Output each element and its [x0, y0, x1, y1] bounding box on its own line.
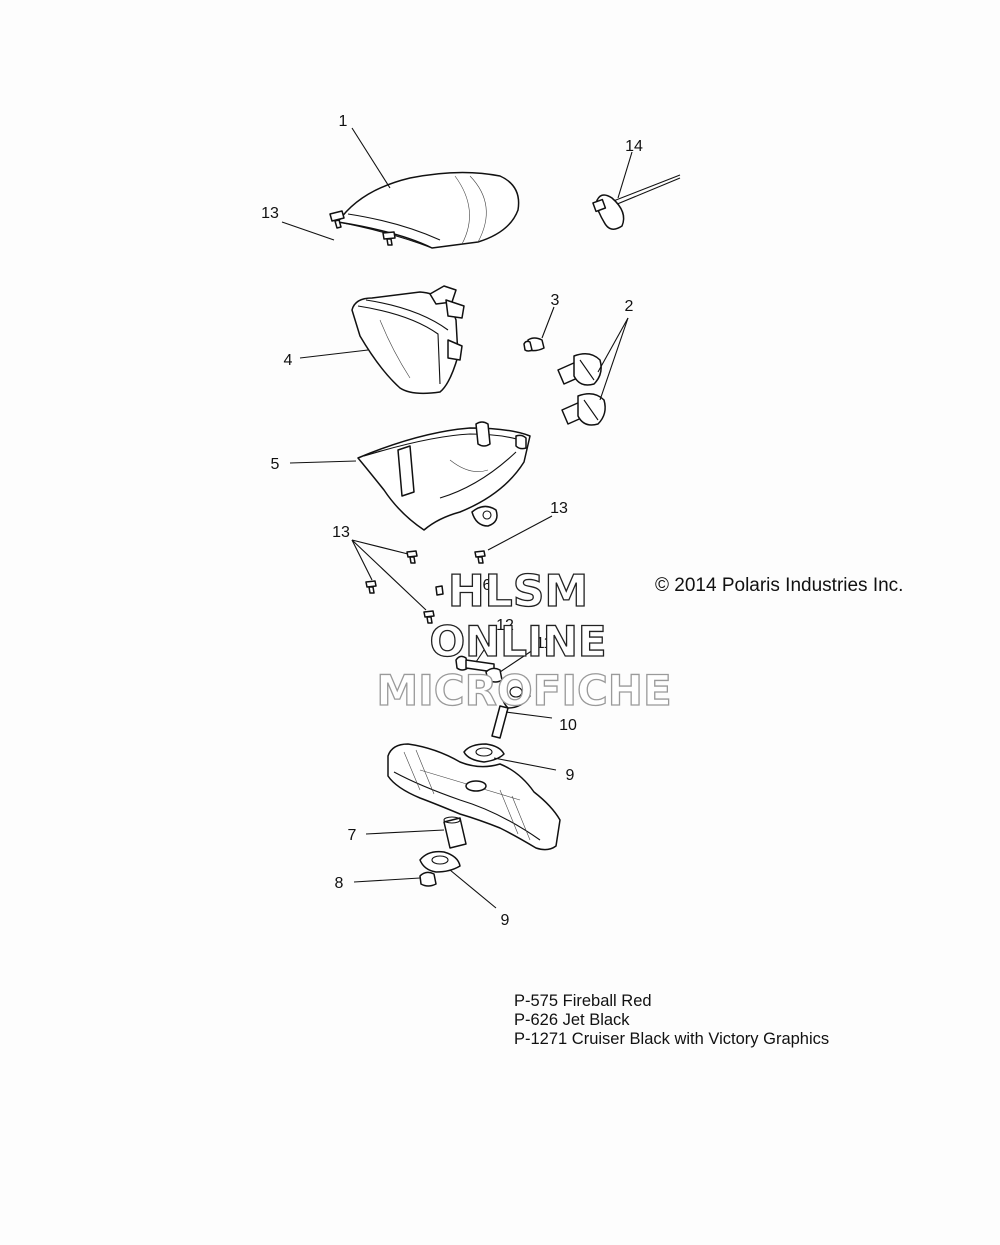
callout-2: 2	[625, 298, 634, 315]
watermark-line-2: ONLINE	[429, 617, 606, 666]
part-5-bucket	[357, 421, 531, 531]
part-10-mount	[491, 677, 531, 739]
part-13-screw-mid-c	[365, 580, 377, 594]
part-6-screw	[435, 585, 444, 596]
callout-3: 3	[551, 292, 560, 309]
part-14-cable-tie	[592, 174, 681, 230]
callout-1: 1	[339, 113, 348, 130]
part-11-spacer	[485, 667, 503, 683]
part-9-grommet-lower	[419, 850, 461, 873]
callout-4: 4	[284, 352, 293, 369]
callout-13-top: 13	[261, 205, 279, 222]
part-13-screw-top-b	[382, 231, 396, 246]
part-2-socket-a	[557, 353, 602, 386]
part-13-screw-mid-b	[474, 550, 486, 564]
part-3-bulb	[523, 337, 545, 352]
callout-13-right: 13	[550, 500, 568, 517]
part-1-visor	[337, 171, 520, 249]
part-4-headlamp	[351, 285, 465, 395]
part-13-screw-top-a	[329, 210, 345, 229]
paint-code-2: P-626 Jet Black	[514, 1011, 630, 1029]
watermark-line-3: MICROFICHE	[376, 666, 671, 715]
callout-13-left: 13	[332, 524, 350, 541]
leader-lines	[281, 127, 633, 909]
part-13-screw-mid-a	[406, 550, 418, 564]
part-13-screw-mid-d	[423, 610, 435, 624]
callout-9-upper: 9	[566, 767, 575, 784]
part-8-nut	[419, 871, 437, 887]
callout-12: 12	[496, 617, 514, 634]
callout-7: 7	[348, 827, 357, 844]
paint-code-3: P-1271 Cruiser Black with Victory Graphi…	[514, 1030, 829, 1048]
part-12-bolt	[455, 655, 495, 673]
headlamp-bracket	[387, 743, 561, 851]
callout-5: 5	[271, 456, 280, 473]
part-2-socket-b	[561, 393, 606, 426]
callout-8: 8	[335, 875, 344, 892]
part-7-sleeve	[443, 816, 467, 849]
callout-9-lower: 9	[501, 912, 510, 929]
callout-10: 10	[559, 717, 577, 734]
callout-6: 6	[483, 577, 492, 594]
paint-code-1: P-575 Fireball Red	[514, 992, 652, 1010]
paint-codes: P-575 Fireball Red P-626 Jet Black P-127…	[514, 992, 829, 1048]
callout-14: 14	[625, 138, 643, 155]
part-9-grommet-upper	[463, 743, 505, 763]
callout-numbers: 1 2 3 4 5 6 7 8 9 9 10 11 12 13 13 13 14	[261, 113, 643, 929]
callout-11: 11	[536, 635, 553, 652]
watermark: HLSM ONLINE MICROFICHE	[376, 565, 673, 715]
watermark-line-1: HLSM	[448, 566, 588, 617]
copyright-notice: © 2014 Polaris Industries Inc.	[655, 575, 903, 596]
